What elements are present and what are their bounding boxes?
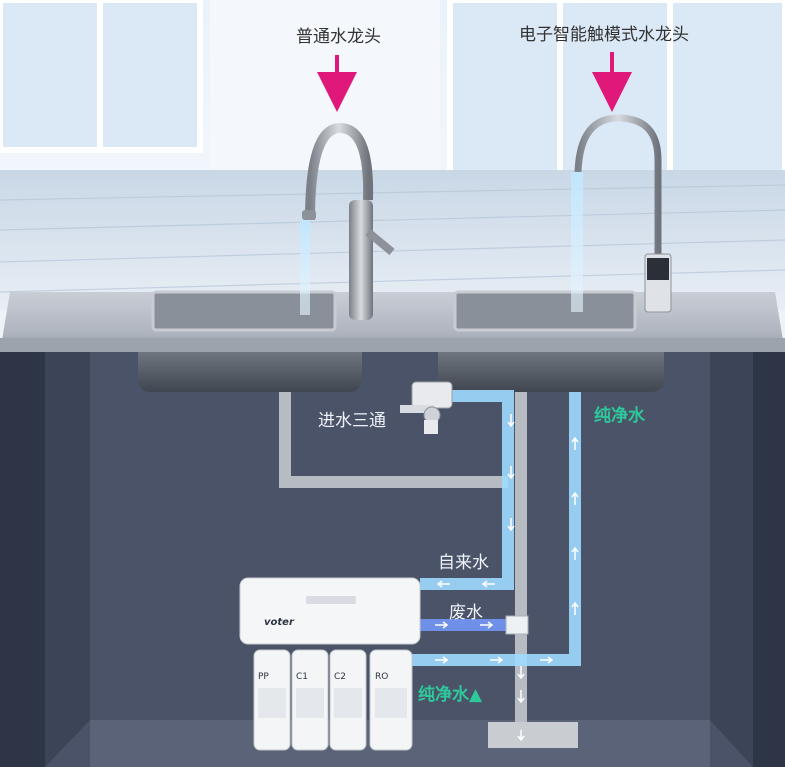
tee-valve xyxy=(400,381,453,434)
pure-water-pipe xyxy=(410,392,581,666)
label-pure-water-top: 纯净水 xyxy=(594,406,645,426)
label-waste-water: 废水 xyxy=(449,603,483,623)
waste-saddle xyxy=(505,615,529,635)
sink-left-rim xyxy=(151,290,337,332)
filter-label-pp: PP xyxy=(258,672,269,682)
drain-trap xyxy=(488,722,578,748)
left-drain-pipe xyxy=(279,392,508,488)
standard-faucet xyxy=(302,122,395,320)
water-stream-left xyxy=(300,220,310,315)
flow-arrows xyxy=(435,414,579,664)
filter-label-c1: C1 xyxy=(296,672,309,682)
smart-faucet xyxy=(574,114,672,313)
filter-label-c2: C2 xyxy=(334,672,347,682)
label-tap-water: 自来水 xyxy=(438,553,489,573)
tap-water-pipe xyxy=(420,390,514,590)
label-smart-faucet: 电子智能触模式水龙头 xyxy=(519,25,689,45)
sink-left-basin xyxy=(138,352,362,392)
filter-label-ro: RO xyxy=(375,672,389,682)
label-normal-faucet: 普通水龙头 xyxy=(296,27,381,47)
countertop-edge xyxy=(0,338,785,354)
purifier-unit xyxy=(239,577,421,645)
purifier-brand: voter xyxy=(264,617,294,628)
filter-cartridges xyxy=(253,649,413,751)
sink-right-rim xyxy=(453,290,637,332)
drain-arrows xyxy=(517,666,525,742)
sink-right-basin xyxy=(438,352,664,392)
label-tee: 进水三通 xyxy=(318,411,386,431)
water-stream-right xyxy=(571,172,583,312)
window-left xyxy=(0,0,203,153)
label-pure-water-bottom: 纯净水▲ xyxy=(418,685,483,705)
